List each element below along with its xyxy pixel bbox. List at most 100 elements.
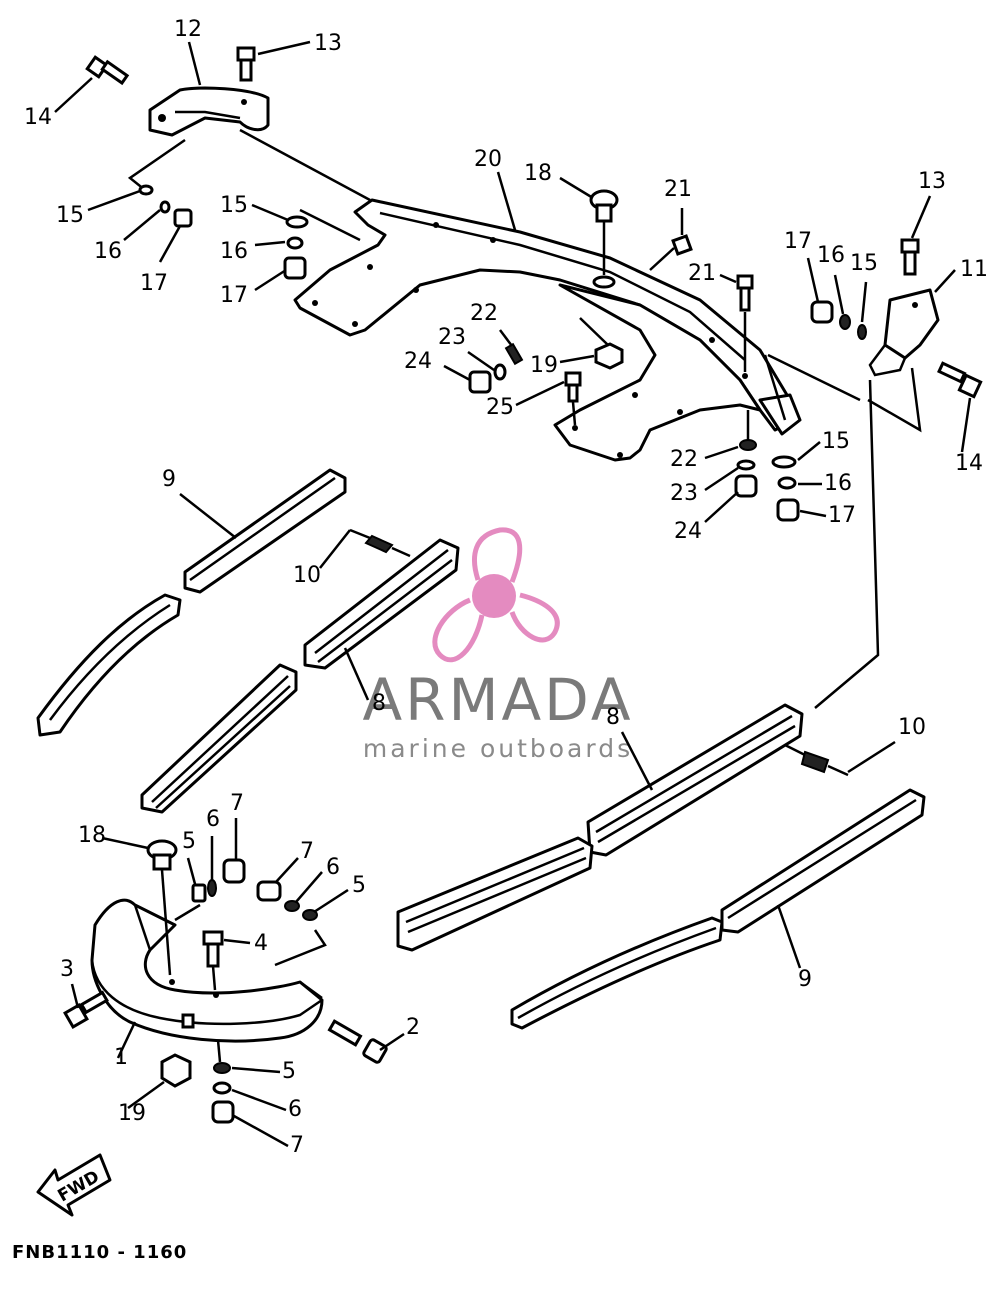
callout-label-24: 24 — [404, 349, 432, 374]
callout-leader-13 — [910, 195, 932, 239]
callout-leader-18 — [101, 836, 149, 850]
callout-label-23: 23 — [670, 481, 698, 506]
bolt-4 — [202, 930, 224, 991]
callout-label-7: 7 — [230, 791, 244, 816]
part-9-rail-lower-right — [510, 788, 926, 1030]
callout-label-23: 23 — [438, 325, 466, 350]
callout-leader-6 — [295, 871, 323, 903]
callout-leader-12 — [187, 41, 202, 86]
grommet-18-lower — [146, 839, 178, 976]
callout-leader-1 — [116, 1021, 137, 1059]
callout-label-22: 22 — [470, 301, 498, 326]
callout-label-13: 13 — [314, 31, 342, 56]
fasteners-22-23-24-right — [734, 410, 758, 498]
callout-label-1: 1 — [114, 1045, 128, 1070]
callout-label-17: 17 — [220, 283, 248, 308]
callout-label-13: 13 — [918, 169, 946, 194]
callout-label-15: 15 — [56, 203, 84, 228]
callout-leader-10 — [847, 740, 896, 774]
callout-leader-17 — [158, 225, 182, 263]
bolt-13-right — [900, 238, 920, 276]
bolt-21-left — [649, 234, 693, 271]
part-11-bracket — [868, 288, 940, 377]
callout-leader-23 — [467, 350, 495, 372]
callout-leader-15 — [860, 281, 868, 323]
callout-label-18: 18 — [524, 161, 552, 186]
fasteners-17-16-15-right-upper — [810, 300, 867, 340]
callout-leader-21 — [719, 273, 737, 284]
callout-leader-14 — [54, 77, 93, 113]
bolt-25-center — [564, 371, 582, 426]
bolt-10-upper — [349, 528, 411, 558]
callout-label-22: 22 — [670, 447, 698, 472]
callout-leader-24 — [704, 491, 739, 523]
callout-leader-9 — [776, 904, 802, 969]
fasteners-7-6-5-upper-right — [256, 880, 318, 921]
callout-label-15: 15 — [850, 251, 878, 276]
callout-leader-15 — [87, 189, 141, 212]
callout-leader-25 — [515, 380, 565, 407]
callout-leader-5 — [186, 857, 197, 885]
part-20-mount-plate — [293, 198, 802, 462]
callout-label-14: 14 — [24, 105, 52, 130]
callout-label-17: 17 — [828, 503, 856, 528]
callout-label-17: 17 — [140, 271, 168, 296]
callout-leader-6 — [231, 1088, 287, 1112]
callout-leader-18 — [559, 176, 594, 200]
callout-label-9: 9 — [162, 467, 176, 492]
callout-leader-5 — [313, 888, 349, 914]
callout-label-16: 16 — [824, 471, 852, 496]
callout-label-16: 16 — [220, 239, 248, 264]
callout-label-10: 10 — [293, 563, 321, 588]
forward-direction-arrow-icon: FWD — [36, 1153, 112, 1217]
grommet-18-upper — [589, 189, 619, 289]
callout-leader-3 — [70, 983, 80, 1009]
part-8-rail-upper-center — [140, 538, 460, 814]
callout-leader-17 — [799, 509, 827, 518]
callout-leader-24 — [443, 364, 471, 382]
callout-leader-7 — [275, 857, 299, 883]
callout-label-20: 20 — [474, 147, 502, 172]
callout-leader-16 — [833, 274, 845, 315]
callout-label-5: 5 — [352, 873, 366, 898]
callout-leader-2 — [379, 1032, 405, 1052]
callout-label-6: 6 — [326, 855, 340, 880]
callout-label-15: 15 — [220, 193, 248, 218]
callout-leader-14 — [960, 397, 972, 453]
callout-leader-22 — [499, 329, 513, 347]
callout-label-3: 3 — [60, 957, 74, 982]
callout-label-19: 19 — [530, 353, 558, 378]
document-code: FNB1110 - 1160 — [12, 1242, 187, 1263]
watermark-tagline: marine outboards — [363, 734, 633, 763]
nut-19-center — [579, 317, 624, 370]
callout-label-16: 16 — [94, 239, 122, 264]
callout-leader-15 — [251, 203, 289, 222]
callout-label-4: 4 — [254, 931, 268, 956]
bolt-14-left — [85, 55, 130, 86]
callout-label-14: 14 — [955, 451, 983, 476]
callout-leader-11 — [934, 269, 956, 293]
callout-label-12: 12 — [174, 17, 202, 42]
callout-leader-10 — [319, 529, 351, 569]
callout-label-15: 15 — [822, 429, 850, 454]
callout-leader-8 — [620, 731, 654, 791]
bolt-21-right — [736, 274, 754, 379]
bolt-13-left — [236, 46, 256, 82]
callout-leader-16 — [254, 240, 286, 247]
fasteners-5-6-7-lower — [211, 1039, 235, 1124]
callout-label-19: 19 — [118, 1101, 146, 1126]
part-9-rail-upper-left — [36, 468, 347, 737]
callout-leader-20 — [496, 171, 517, 231]
callout-label-16: 16 — [817, 243, 845, 268]
callout-label-10: 10 — [898, 715, 926, 740]
callout-leader-19 — [127, 1080, 165, 1110]
bolt-2 — [327, 1019, 388, 1064]
callout-leader-9 — [179, 493, 237, 539]
callout-label-24: 24 — [674, 519, 702, 544]
part-1-front-bracket — [90, 898, 324, 1043]
bolt-14-right — [937, 361, 983, 399]
bolt-3 — [63, 990, 109, 1029]
callout-leader-13 — [257, 40, 311, 56]
